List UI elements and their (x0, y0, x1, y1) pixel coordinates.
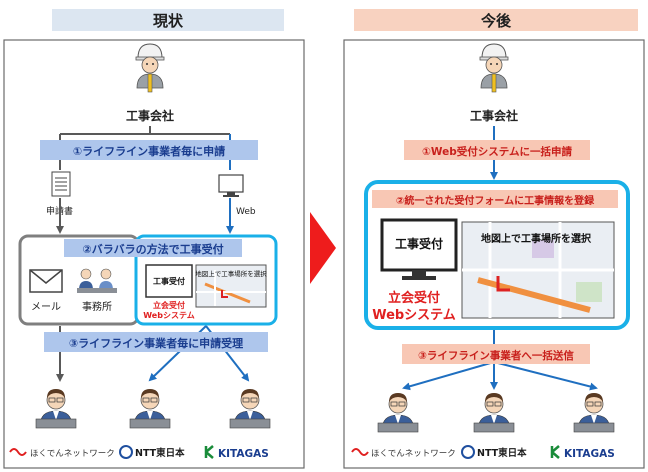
right-step2-label: ②統一された受付フォームに工事情報を登録 (396, 194, 595, 207)
right-logo-ntt-icon (461, 445, 475, 459)
web-label: Web (236, 207, 256, 217)
right-header: 今後 (480, 12, 512, 30)
left-step2-bg (64, 239, 242, 257)
right-arrow-out-1 (402, 361, 495, 391)
mini-system-line2: Webシステム (143, 311, 194, 320)
mini-panel-label: 工事受付 (153, 276, 185, 286)
left-step3-label: ③ライフライン事業者毎に申請受理 (69, 336, 243, 350)
left-logo-ntt: NTT東日本 (135, 447, 185, 459)
mini-monitor-illustration (145, 264, 267, 308)
right-step3-label: ③ライフライン事業者へ一括送信 (418, 349, 574, 362)
map-illustration (461, 221, 615, 319)
left-header-bg (52, 9, 284, 31)
system-monitor-illustration (380, 218, 458, 280)
mail-label: メール (31, 302, 61, 313)
right-company-label: 工事会社 (470, 108, 518, 123)
application-form-icon (51, 171, 71, 197)
right-arrow-out-3 (493, 361, 598, 391)
left-step2-label: ②バラバラの方法で工事受付 (82, 242, 223, 256)
right-logo-hokuden: ほくでんネットワーク (371, 449, 456, 459)
right-step2-bg (372, 190, 618, 208)
left-header: 現状 (153, 12, 184, 30)
left-step3-bg (44, 332, 268, 352)
system-line2: Webシステム (372, 308, 456, 323)
left-company-label: 工事会社 (126, 108, 174, 123)
right-header-bg (354, 9, 638, 31)
mail-icon (29, 269, 63, 293)
left-logo-ntt-icon (119, 445, 133, 459)
right-step3-bg (402, 344, 590, 364)
mini-system-line1: 立会受付 (153, 300, 185, 310)
mini-map-caption: 地図上で工事場所を選択 (195, 269, 267, 278)
left-step1-bg (40, 140, 258, 160)
right-logo-kitagas: KITAGAS (564, 448, 615, 460)
map-caption: 地図上で工事場所を選択 (481, 232, 592, 245)
left-logo-hokuden: ほくでんネットワーク (30, 449, 115, 459)
system-line1: 立会受付 (388, 290, 440, 306)
transition-arrow-icon (310, 212, 336, 284)
office-icon (77, 268, 117, 293)
panel-label: 工事受付 (395, 236, 443, 251)
right-step1-label: ①Web受付システムに一括申請 (422, 145, 572, 158)
right-logo-ntt: NTT東日本 (477, 447, 527, 459)
left-step1-label: ①ライフライン事業者毎に申請 (73, 144, 225, 158)
left-logo-hokuden-icon (9, 448, 27, 456)
left-logo-kitagas: KITAGAS (218, 448, 269, 460)
office-label: 事務所 (82, 300, 112, 313)
right-step1-bg (404, 140, 590, 160)
right-logo-kitagas-icon (550, 445, 560, 459)
left-logo-kitagas-icon (204, 445, 214, 459)
right-logo-hokuden-icon (351, 448, 369, 456)
monitor-icon (218, 174, 244, 197)
